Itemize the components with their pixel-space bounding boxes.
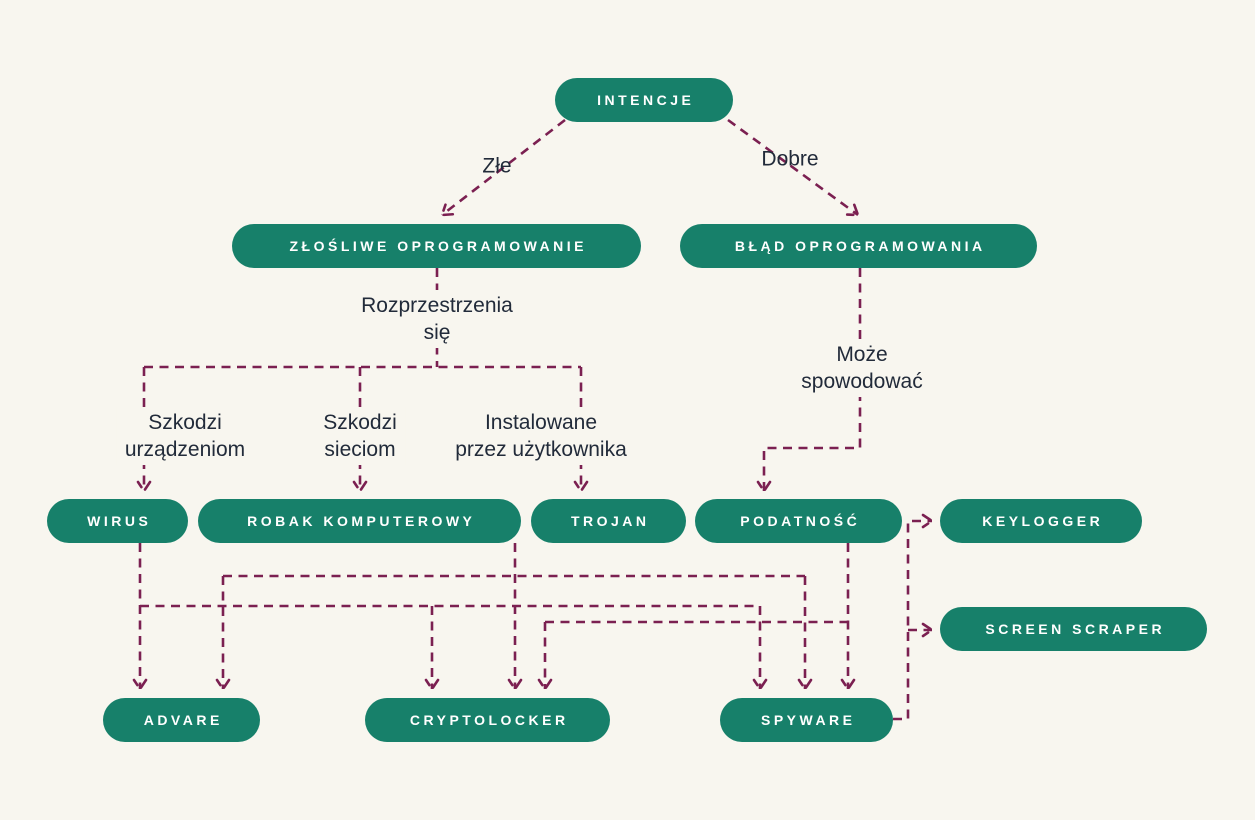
edge-wirus-spyware — [140, 604, 760, 689]
node-keylogger: KEYLOGGER — [940, 499, 1142, 543]
edge-label-line: Szkodzi — [323, 411, 397, 434]
edge-spyware-keylogger — [893, 521, 932, 721]
edge-label-szkodzi-sieciom: Szkodzi sieciom — [315, 407, 405, 465]
node-advare: ADVARE — [103, 698, 260, 742]
edge-label-zle: Złe — [482, 154, 512, 178]
node-robak-komputerowy: ROBAK KOMPUTEROWY — [198, 499, 521, 543]
node-wirus: WIRUS — [47, 499, 188, 543]
edge-blad-podatnosc — [764, 268, 862, 491]
node-cryptolocker: CRYPTOLOCKER — [365, 698, 610, 742]
edge-label-rozprzestrzenia-sie: Rozprzestrzenia się — [353, 290, 521, 348]
edge-label-szkodzi-urzadzeniom: Szkodzi urządzeniom — [116, 407, 254, 465]
edge-label-line: Szkodzi — [148, 411, 222, 434]
edge-label-line: przez użytkownika — [455, 438, 627, 461]
node-screen-scraper: SCREEN SCRAPER — [940, 607, 1207, 651]
node-intencje: INTENCJE — [555, 78, 733, 122]
edge-label-line: Może — [836, 343, 888, 366]
edge-label-line: sieciom — [324, 438, 396, 461]
node-blad-oprogramowania: BŁĄD OPROGRAMOWANIA — [680, 224, 1037, 268]
node-zlosliwe-oprogramowanie: ZŁOŚLIWE OPROGRAMOWANIE — [232, 224, 641, 268]
edge-label-moze-spowodowac: Może spowodować — [793, 339, 931, 397]
node-podatnosc: PODATNOŚĆ — [695, 499, 902, 543]
edge-label-line: urządzeniom — [124, 438, 246, 461]
edge-label-line: spowodować — [801, 370, 923, 393]
edge-label-line: Instalowane — [484, 411, 598, 434]
edge-intencje-blad — [727, 118, 858, 215]
edge-label-instalowane: Instalowane przez użytkownika — [447, 407, 635, 465]
edge-intencje-zlosliwe — [442, 118, 566, 215]
edge-label-line: Rozprzestrzenia — [361, 294, 513, 317]
edge-label-dobre: Dobre — [761, 147, 819, 171]
node-spyware: SPYWARE — [720, 698, 893, 742]
node-trojan: TROJAN — [531, 499, 686, 543]
edge-label-line: się — [423, 321, 451, 344]
